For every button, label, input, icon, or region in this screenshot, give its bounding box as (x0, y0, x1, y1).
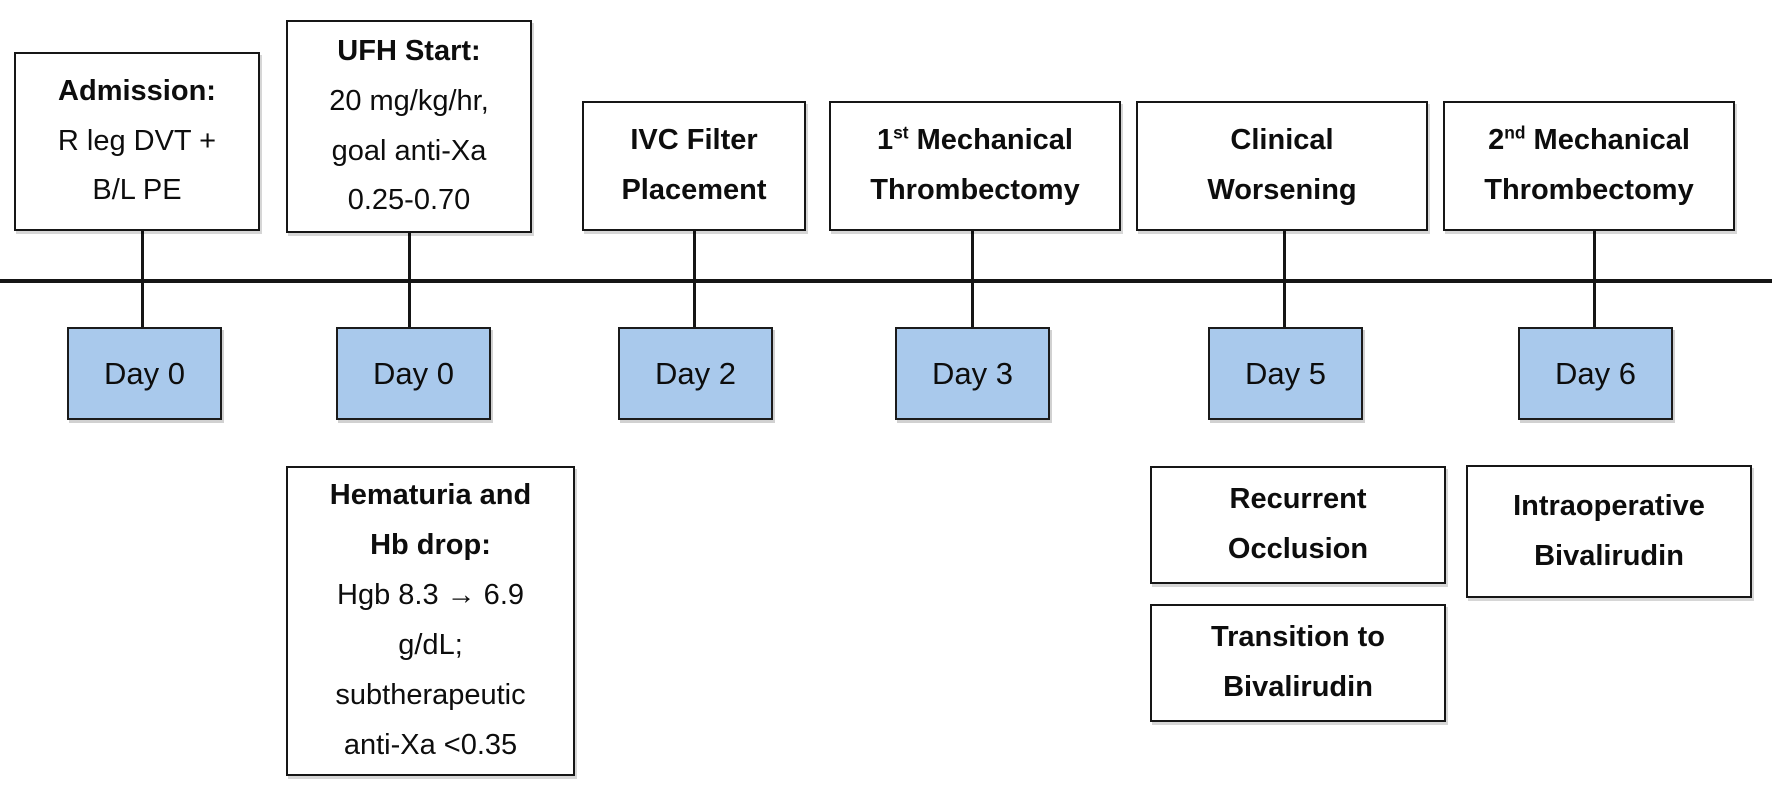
day-label: Day 5 (1245, 355, 1326, 391)
event-title: 1st Mechanical (877, 116, 1073, 166)
day-label: Day 6 (1555, 355, 1636, 391)
event-text-line: B/L PE (92, 174, 182, 207)
event-title: Bivalirudin (1223, 671, 1373, 703)
event-box-second-thrombectomy: 2nd Mechanical Thrombectomy (1443, 101, 1735, 231)
event-box-ivc-filter: IVC Filter Placement (582, 101, 806, 231)
day-label-box: Day 6 (1518, 327, 1673, 420)
ordinal-number: 2 (1488, 124, 1505, 157)
day-label-box: Day 0 (67, 327, 222, 420)
event-text-line: goal anti-Xa (331, 134, 487, 167)
event-box-admission: Admission: R leg DVT + B/L PE (14, 52, 260, 231)
event-box-ufh-start: UFH Start: 20 mg/kg/hr, goal anti-Xa 0.2… (286, 20, 532, 233)
event-title: Thrombectomy (1484, 174, 1694, 206)
event-text-line: g/dL; (398, 629, 463, 661)
day-label-box: Day 5 (1208, 327, 1363, 420)
event-text-line: Hgb 8.3 → 6.9 (337, 579, 524, 612)
day-label-box: Day 2 (618, 327, 773, 420)
event-box-first-thrombectomy: 1st Mechanical Thrombectomy (829, 101, 1121, 231)
event-title: UFH Start: (337, 34, 481, 67)
event-box-recurrent-occlusion: Recurrent Occlusion (1150, 466, 1446, 584)
event-title: Recurrent (1229, 483, 1367, 516)
day-label: Day 2 (655, 355, 736, 391)
event-title: Occlusion (1227, 533, 1369, 565)
event-text-line: 0.25-0.70 (347, 184, 471, 217)
event-box-clinical-worsening: Clinical Worsening (1136, 101, 1428, 231)
day-label: Day 3 (932, 355, 1013, 391)
event-title: Admission: (58, 74, 216, 107)
ordinal-suffix: st (893, 122, 909, 143)
event-title: Placement (621, 174, 767, 206)
ordinal-suffix: nd (1504, 122, 1526, 143)
day-label: Day 0 (373, 355, 454, 391)
event-text-line: anti-Xa <0.35 (343, 728, 518, 761)
event-title: Hematuria and (329, 479, 532, 512)
event-title: Hb drop: (370, 529, 491, 562)
event-title: 2nd Mechanical (1488, 116, 1690, 166)
event-text-line: subtherapeutic (335, 678, 526, 711)
event-title: Intraoperative (1513, 489, 1705, 522)
event-title: Clinical (1230, 124, 1334, 157)
event-title: Transition to (1211, 621, 1385, 654)
event-title: Bivalirudin (1534, 539, 1684, 572)
event-title-rest: Mechanical (908, 124, 1073, 157)
event-title: Worsening (1207, 174, 1357, 206)
event-text-line: 20 mg/kg/hr, (329, 84, 489, 117)
ordinal-number: 1 (876, 124, 894, 157)
event-box-intraoperative-bivalirudin: Intraoperative Bivalirudin (1466, 465, 1752, 598)
event-box-hematuria-hb-drop: Hematuria and Hb drop: Hgb 8.3 → 6.9 g/d… (286, 466, 575, 776)
day-label: Day 0 (104, 355, 185, 391)
event-box-transition-bivalirudin: Transition to Bivalirudin (1150, 604, 1446, 722)
event-title-rest: Mechanical (1525, 124, 1690, 157)
day-label-box: Day 3 (895, 327, 1050, 420)
event-text-line: R leg DVT + (57, 124, 217, 157)
event-title: Thrombectomy (870, 174, 1080, 206)
event-title: IVC Filter (630, 124, 758, 157)
timeline-axis (0, 279, 1772, 283)
day-label-box: Day 0 (336, 327, 491, 420)
